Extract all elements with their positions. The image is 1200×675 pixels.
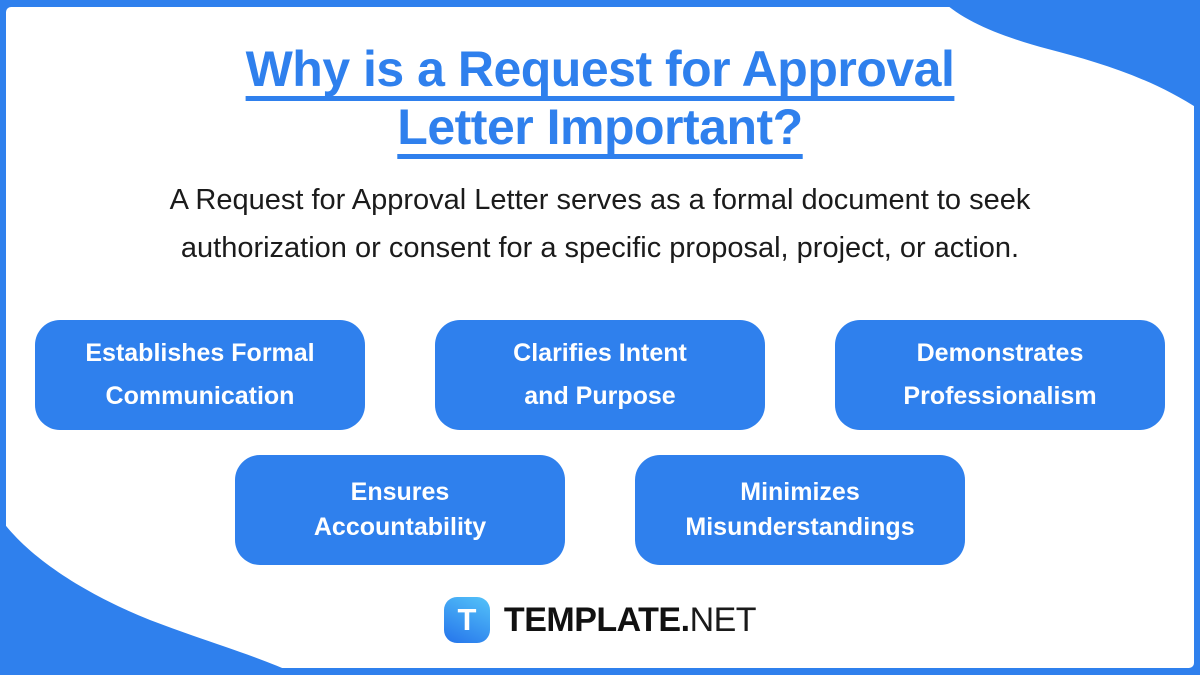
intro-paragraph-line-2: authorization or consent for a specific … [180,232,1020,264]
benefit-card-establishes-formal-communication: Establishes Formal Communication [35,320,365,430]
benefits-row-2: Ensures Accountability Minimizes Misunde… [0,455,1200,565]
benefit-card-label: Professionalism [903,382,1097,410]
page-title-line-1: Why is a Request for Approval [245,41,955,97]
brand-tld: NET [689,600,757,639]
template-net-wordmark: TEMPLATE.NET [503,600,757,640]
template-t-icon: T [443,597,490,643]
benefit-card-label: Demonstrates [916,339,1084,367]
benefit-card-label: and Purpose [524,382,676,410]
intro-paragraph: A Request for Approval Letter serves as … [0,176,1200,272]
template-t-icon-letter: T [457,602,477,637]
benefit-card-label: Ensures [350,478,450,506]
benefit-card-label: Establishes Formal [85,339,315,367]
page-title: Why is a Request for Approval Letter Imp… [0,40,1200,156]
intro-paragraph-line-1: A Request for Approval Letter serves as … [169,184,1031,216]
benefit-card-minimizes-misunderstandings: Minimizes Misunderstandings [635,455,965,565]
template-net-logo: T TEMPLATE.NET [0,597,1200,643]
benefit-card-label: Misunderstandings [685,513,915,541]
benefit-card-ensures-accountability: Ensures Accountability [235,455,565,565]
benefit-card-demonstrates-professionalism: Demonstrates Professionalism [835,320,1165,430]
benefit-card-label: Clarifies Intent [513,339,687,367]
benefit-card-label: Accountability [313,513,487,541]
benefit-card-label: Communication [105,382,295,410]
benefits-row-1: Establishes Formal Communication Clarifi… [0,320,1200,430]
brand-separator: . [680,600,690,639]
page-title-line-2: Letter Important? [397,99,803,155]
benefit-card-clarifies-intent-and-purpose: Clarifies Intent and Purpose [435,320,765,430]
benefit-card-label: Minimizes [740,478,860,506]
brand-name: TEMPLATE [503,600,681,639]
